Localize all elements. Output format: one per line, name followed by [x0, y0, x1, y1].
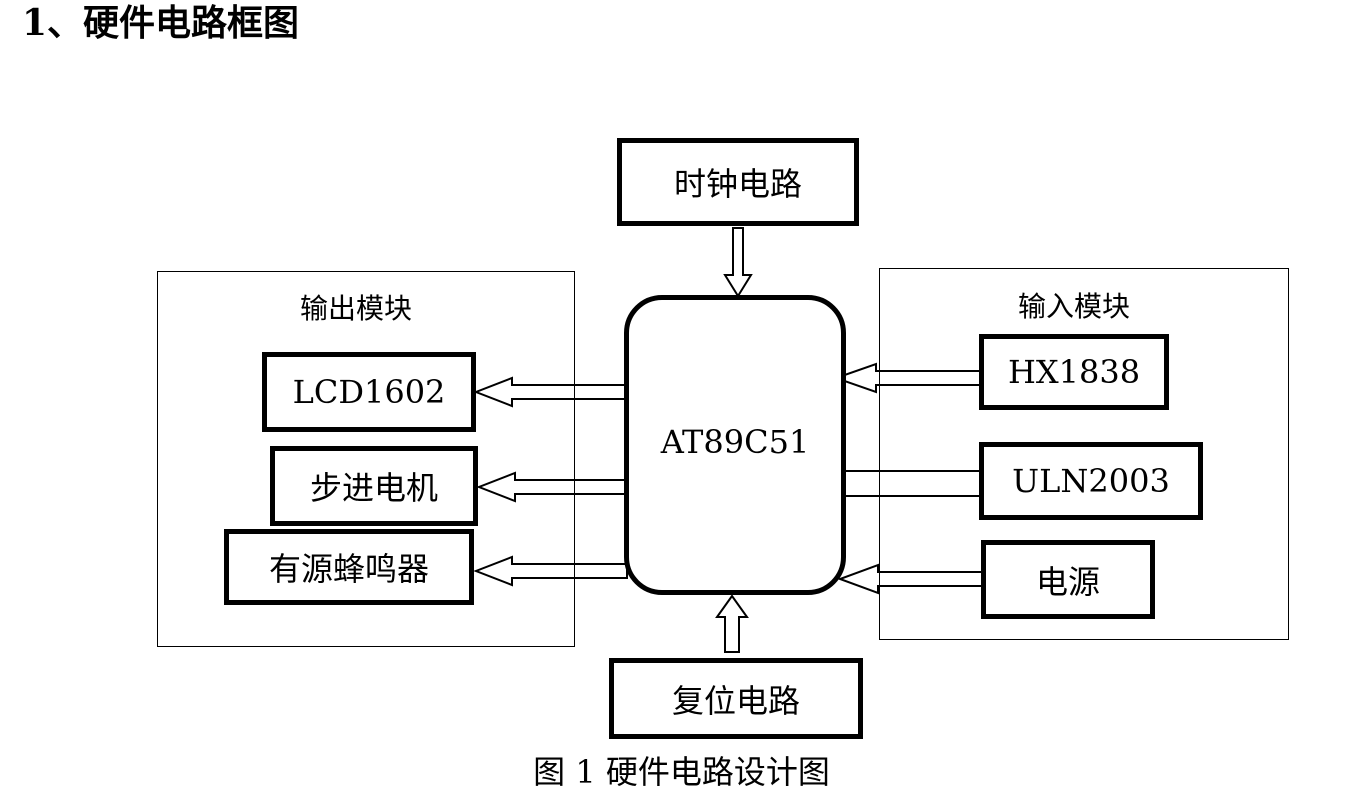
uln2003-block: ULN2003: [979, 442, 1203, 520]
uln2003-label: ULN2003: [1012, 462, 1170, 500]
lcd1602-block: LCD1602: [262, 352, 476, 432]
buzzer-block: 有源蜂鸣器: [224, 529, 474, 605]
stepper-motor-label: 步进电机: [309, 469, 438, 507]
hx1838-label: HX1838: [1007, 353, 1141, 391]
buzzer-label: 有源蜂鸣器: [268, 550, 429, 588]
arrow-power-to-mcu: [837, 563, 984, 595]
arrow-hx1838-to-mcu: [832, 362, 982, 394]
input-module-title: 输入模块: [1018, 290, 1131, 323]
section-heading: 1、硬件电路框图: [22, 2, 300, 44]
mcu-label: AT89C51: [660, 423, 810, 461]
output-module-frame: [157, 271, 575, 647]
arrow-mcu-to-buzzer: [473, 555, 628, 587]
figure-caption: 图 1 硬件电路设计图: [533, 753, 830, 791]
stepper-motor-block: 步进电机: [270, 446, 478, 526]
clock-circuit-label: 时钟电路: [673, 165, 802, 203]
arrow-clock-to-mcu: [723, 227, 753, 298]
input-module-frame: [879, 268, 1289, 640]
lcd1602-label: LCD1602: [292, 373, 446, 411]
power-block: 电源: [981, 540, 1155, 619]
hx1838-block: HX1838: [979, 334, 1169, 410]
arrow-mcu-to-stepper: [476, 471, 630, 503]
power-label: 电源: [1035, 562, 1100, 601]
mcu-block: AT89C51: [624, 295, 846, 595]
output-module-title: 输出模块: [300, 292, 413, 325]
arrow-mcu-to-lcd: [473, 376, 628, 408]
reset-circuit-block: 复位电路: [609, 658, 863, 739]
arrow-reset-to-mcu: [715, 594, 749, 653]
clock-circuit-block: 时钟电路: [617, 138, 859, 226]
reset-circuit-label: 复位电路: [671, 681, 800, 720]
